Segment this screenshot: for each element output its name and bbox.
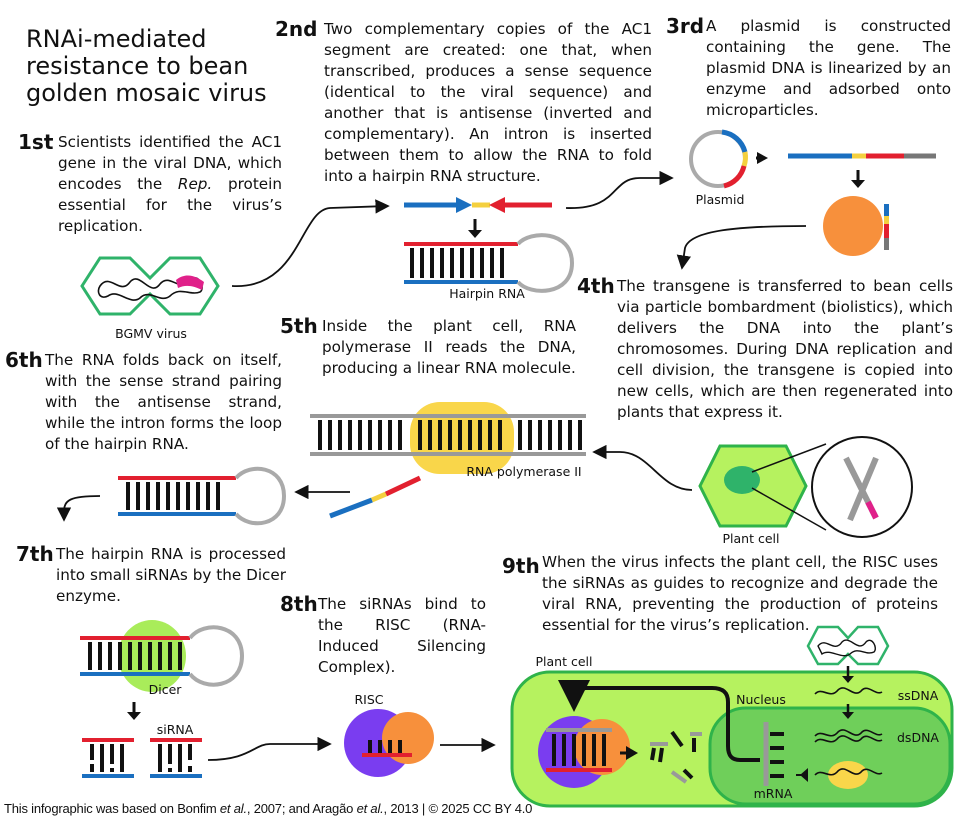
step-text: The siRNAs bind to the RISC (RNA-Induced… [318, 595, 486, 676]
label-ssdna: ssDNA [897, 688, 939, 703]
flow-arrow [676, 225, 807, 270]
footer-text: , 2013 | © 2025 CC BY 4.0 [383, 801, 533, 816]
step-6: 6th The RNA folds back on itself, with t… [5, 350, 282, 455]
footer-text: This infographic was based on Bonfim [4, 801, 220, 816]
flow-arrow [558, 680, 760, 762]
label-hairpin-rna: Hairpin RNA [449, 286, 525, 301]
step-text: The transgene is transferred to bean cel… [617, 277, 953, 421]
flow-arrow [592, 444, 693, 491]
step-number: 4th [577, 274, 615, 298]
hairpin-rna-icon [118, 466, 287, 526]
label-plasmid: Plasmid [695, 192, 745, 207]
virus-entering-icon [806, 625, 890, 666]
flow-arrow [565, 170, 674, 209]
rna-polymerase-icon [310, 402, 586, 519]
step-number: 5th [280, 314, 318, 338]
footer-text-emphasis: et al. [219, 801, 247, 816]
step-text: Inside the plant cell, RNA polymerase II… [322, 317, 576, 377]
step-9: 9th When the virus infects the plant cel… [502, 552, 938, 636]
chromosome-icon [811, 436, 913, 538]
label-dsdna: dsDNA [897, 730, 939, 745]
step-number: 6th [5, 348, 43, 372]
step-8: 8th The siRNAs bind to the RISC (RNA-Ind… [280, 594, 486, 678]
step-2: 2nd Two complementary copies of the AC1 … [275, 19, 652, 187]
flow-arrow [56, 495, 101, 522]
step-7: 7th The hairpin RNA is processed into sm… [16, 544, 286, 607]
step-text: protein essential for the virus’s replic… [58, 175, 282, 235]
risc-icon [344, 709, 434, 777]
step-text: Scientists identified the AC1 gene in th… [58, 133, 282, 193]
rna-polymerase-icon [814, 761, 883, 789]
microparticle-icon [823, 196, 889, 256]
step-1: 1st Scientists identified the AC1 gene i… [18, 132, 282, 237]
step-number: 9th [502, 554, 540, 578]
sense-antisense-construct [404, 197, 552, 213]
step-text: A plasmid is constructed containing the … [706, 17, 951, 119]
footer-text-emphasis: et al. [356, 801, 384, 816]
hairpin-rna-icon [404, 233, 575, 293]
step-number: 3rd [666, 14, 705, 38]
footer-text: , 2007; and Aragão [246, 801, 357, 816]
dsdna-strand-icon [814, 729, 883, 743]
sirna-icon [82, 738, 202, 778]
label-mrna: mRNA [753, 786, 793, 801]
step-text-emphasis: Rep. [177, 175, 213, 193]
label-dicer: Dicer [148, 682, 182, 697]
ssdna-strand-icon [814, 687, 883, 695]
step-number: 7th [16, 542, 54, 566]
risc-complex-icon [538, 716, 630, 788]
plasmid-icon [689, 129, 748, 189]
step-text: The RNA folds back on itself, with the s… [45, 351, 282, 453]
label-bgmv-virus: BGMV virus [115, 326, 187, 341]
bgmv-virus-icon [80, 256, 220, 316]
step-text: When the virus infects the plant cell, t… [542, 553, 938, 634]
label-rna-polymerase: RNA polymerase II [466, 464, 582, 479]
label-sirna: siRNA [156, 722, 194, 737]
step-3: 3rd A plasmid is constructed containing … [666, 16, 951, 121]
label-risc: RISC [354, 692, 384, 707]
step-number: 2nd [275, 17, 318, 41]
dicer-hairpin-icon [80, 620, 245, 692]
footer-credit: This infographic was based on Bonfim et … [4, 801, 532, 816]
label-nucleus: Nucleus [736, 692, 786, 707]
mrna-icon [763, 722, 784, 786]
page-title: RNAi-mediated resistance to bean golden … [26, 25, 267, 107]
flow-arrow [231, 199, 390, 287]
degraded-rna-fragments-icon [650, 730, 702, 784]
flow-arrow [207, 736, 332, 761]
step-number: 1st [18, 130, 54, 154]
step-5: 5th Inside the plant cell, RNA polymeras… [280, 316, 576, 379]
step-text: The hairpin RNA is processed into small … [56, 545, 286, 605]
label-plant-cell: Plant cell [722, 531, 780, 546]
step-text: Two complementary copies of the AC1 segm… [324, 20, 652, 185]
step-number: 8th [280, 592, 318, 616]
label-plant-cell-infected: Plant cell [535, 654, 593, 669]
plant-cell-icon [698, 444, 808, 528]
step-4: 4th The transgene is transferred to bean… [577, 276, 953, 423]
